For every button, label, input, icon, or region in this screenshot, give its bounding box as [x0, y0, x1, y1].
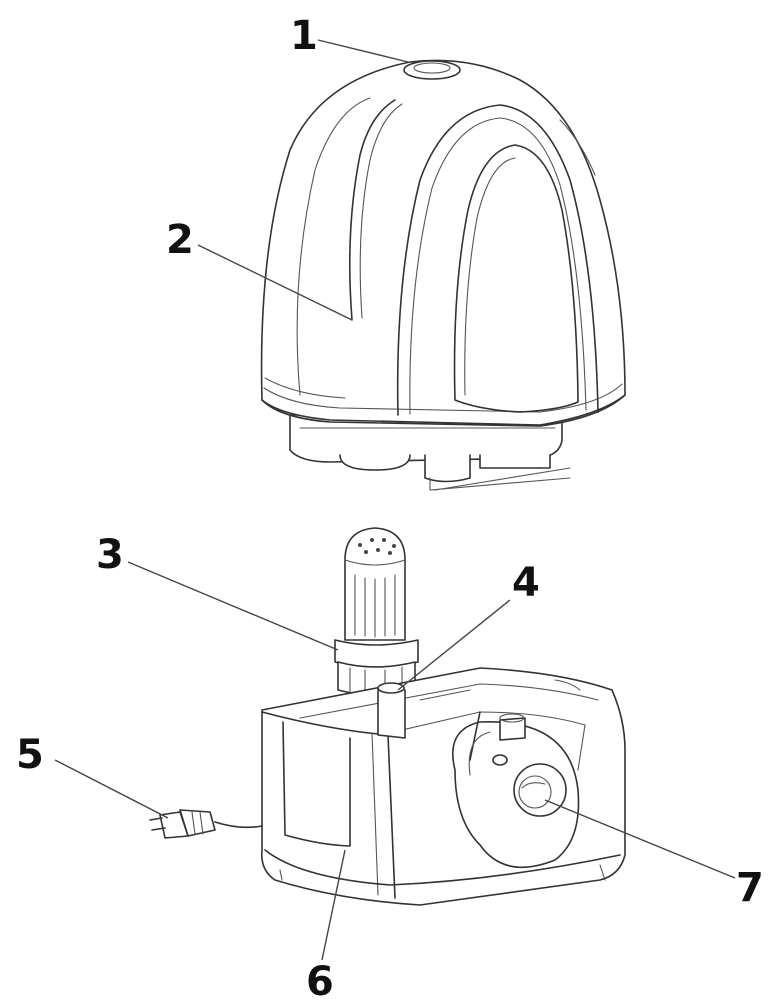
callout-4: 4 — [512, 560, 540, 606]
callout-6: 6 — [306, 959, 334, 1005]
callout-5: 5 — [16, 732, 44, 778]
callout-1: 1 — [290, 13, 318, 59]
power-plug — [149, 809, 263, 839]
water-tank — [260, 59, 626, 491]
callout-7: 7 — [736, 865, 764, 911]
base-unit — [260, 667, 626, 906]
callout-3: 3 — [96, 532, 124, 578]
leader-lines — [54, 39, 736, 961]
callout-2: 2 — [166, 217, 194, 263]
